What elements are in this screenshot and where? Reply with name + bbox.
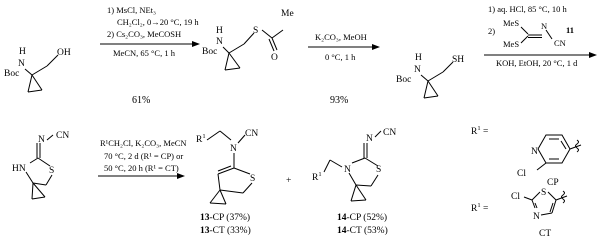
r1-cp-definition: R1 = N Cl CP: [471, 125, 582, 188]
step1-line2: CH₂Cl₂, 0→20 °C, 19 h: [117, 17, 199, 27]
atom-n: N: [230, 144, 237, 154]
step-3-conditions: 1) aq. HCl, 85 °C, 10 h 2) MeS MeS N CN …: [488, 4, 578, 68]
step1-line1: 1) MsCl, NEt₃: [107, 5, 156, 15]
reaction-arrow-1: [100, 41, 200, 47]
boc-label: Boc: [202, 47, 217, 57]
step2-line1: K₂CO₃, MeOH: [315, 32, 367, 42]
cn-label: CN: [383, 128, 396, 138]
plus-sign: +: [286, 176, 291, 186]
cp-label: CP: [547, 178, 559, 188]
thiazole-n: N: [533, 212, 540, 222]
step-4-conditions: R¹CH₂Cl, K₂CO₃, MeCN 70 °C, 2 d (R¹ = CP…: [100, 138, 187, 173]
sh-label: SH: [452, 55, 464, 65]
atom-n: N: [541, 21, 547, 31]
oh-label: OH: [57, 48, 71, 58]
product-14-structure: N CN N S R1: [312, 128, 396, 202]
atom-n: N: [216, 37, 223, 47]
atom-s: S: [49, 166, 54, 176]
step1-yield: 61%: [132, 95, 150, 106]
thiazole-s: S: [541, 188, 546, 198]
cl-label: Cl: [517, 169, 526, 179]
r1-label: R1: [196, 133, 206, 145]
boc-label: Boc: [4, 69, 19, 79]
r1-equals-label: R1 =: [471, 202, 488, 214]
step4-line3: 50 °C, 20 h (R¹ = CT): [104, 163, 179, 173]
atom-n: N: [366, 134, 373, 144]
atom-o: O: [271, 53, 278, 63]
r1-ct-definition: R1 = Cl S N CT: [471, 188, 568, 239]
hn-label: HN: [12, 164, 26, 174]
atom-n: N: [414, 65, 421, 75]
pyridine-n: N: [531, 147, 538, 157]
product-14-labels: 14-CP (52%) 14-CT (53%): [337, 212, 388, 236]
product-13-labels: 13-CP (37%) 13-CT (33%): [200, 212, 251, 236]
atom-s: S: [253, 26, 258, 36]
atom-n: N: [18, 59, 25, 69]
reagent-number: 11: [566, 25, 574, 35]
step4-line2: 70 °C, 2 d (R¹ = CP) or: [104, 151, 183, 161]
compound-4-structure: N CN HN S: [12, 131, 69, 200]
compound-1-structure: H N Boc OH: [4, 47, 71, 93]
product-13-structure: R1 N CN S: [196, 129, 258, 205]
compound-3-structure: H N Boc SH: [396, 53, 464, 99]
cn-label: CN: [56, 131, 69, 141]
atom-h: H: [216, 26, 223, 36]
r1-label: R1: [312, 171, 322, 183]
ct-label: CT: [539, 229, 551, 239]
methyl-label: Me: [281, 9, 294, 19]
step2-line2: 0 °C, 1 h: [325, 52, 356, 62]
cn-label: CN: [554, 38, 566, 48]
step4-line1: R¹CH₂Cl, K₂CO₃, MeCN: [100, 138, 187, 148]
atom-h: H: [19, 47, 26, 57]
atom-n: N: [344, 165, 351, 175]
step3-line1: 1) aq. HCl, 85 °C, 10 h: [488, 4, 567, 14]
r1-equals-label: R1 =: [471, 125, 488, 137]
boc-label: Boc: [396, 75, 411, 85]
reagent-mes-bottom: MeS: [503, 39, 519, 49]
step-2-conditions: K₂CO₃, MeOH 0 °C, 1 h 93%: [315, 32, 367, 106]
atom-s: S: [250, 174, 255, 184]
atom-n: N: [38, 135, 45, 145]
product-14-cp-label: 14-CP (52%): [337, 212, 387, 223]
step3-line2: 2): [488, 26, 495, 36]
reaction-arrow-4: [98, 173, 185, 179]
cn-label: CN: [245, 129, 258, 139]
cl-label: Cl: [511, 192, 520, 202]
step-1-conditions: 1) MsCl, NEt₃ CH₂Cl₂, 0→20 °C, 19 h 2) C…: [107, 5, 199, 106]
reaction-arrow-3: [484, 52, 597, 58]
step1-line4: MeCN, 65 °C, 1 h: [113, 48, 176, 58]
product-13-cp-label: 13-CP (37%): [200, 212, 250, 223]
step1-line3: 2) Cs₂CO₃, MeCOSH: [107, 29, 181, 39]
atom-h: H: [415, 53, 422, 63]
product-13-ct-label: 13-CT (33%): [200, 225, 251, 236]
product-14-ct-label: 14-CT (53%): [337, 225, 388, 236]
step2-yield: 93%: [330, 95, 348, 106]
atom-s: S: [376, 165, 381, 175]
reaction-arrow-2: [308, 44, 380, 50]
step3-line3: KOH, EtOH, 20 °C, 1 d: [496, 58, 578, 68]
compound-2-structure: H N Boc S O Me: [202, 9, 294, 71]
reagent-mes-top: MeS: [503, 18, 519, 28]
